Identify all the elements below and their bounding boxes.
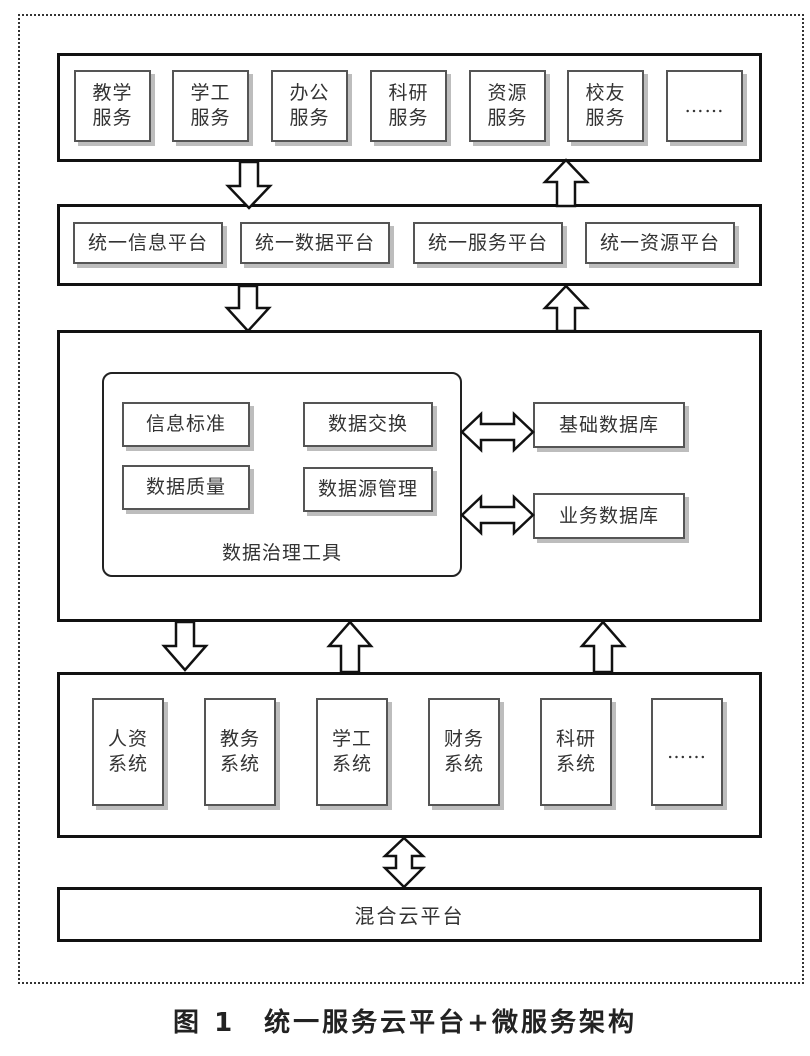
system-box-line2: 系统: [443, 753, 484, 775]
system-box-line2: 系统: [219, 753, 260, 775]
tool-item-label: 数据质量: [145, 476, 226, 498]
platform-box-data: 统一数据平台: [240, 222, 390, 264]
platform-label: 统一数据平台: [254, 231, 375, 254]
service-box-student-affairs: 学工服务: [172, 70, 249, 142]
service-box-line2: 服务: [190, 107, 231, 129]
platform-box-service: 统一服务平台: [413, 222, 563, 264]
platform-label: 统一资源平台: [599, 231, 720, 254]
system-box-line1: 财务: [443, 728, 484, 750]
tool-item-label: 信息标准: [145, 413, 226, 435]
arrow-up-icon: [326, 620, 374, 674]
tool-item-data-exchange: 数据交换: [303, 402, 433, 447]
arrow-down-icon: [161, 620, 209, 672]
database-box-business: 业务数据库: [533, 493, 685, 539]
database-label: 基础数据库: [558, 413, 659, 436]
double-arrow-icon: [460, 411, 535, 453]
system-box-student-affairs: 学工系统: [316, 698, 388, 806]
system-box-line2: 系统: [555, 753, 596, 775]
service-box-line2: 服务: [585, 107, 626, 129]
service-box-line1: 学工: [190, 82, 231, 104]
database-label: 业务数据库: [558, 504, 659, 527]
service-box-teaching: 教学服务: [74, 70, 151, 142]
system-box-line1: 科研: [555, 728, 596, 750]
systems-layer: [57, 672, 762, 838]
outer-dotted-frame: [18, 14, 804, 984]
figure-caption: 图 1 统一服务云平台+微服务架构: [173, 1008, 637, 1038]
arrow-up-icon: [542, 284, 590, 333]
arrow-up-icon: [542, 158, 590, 208]
database-box-basic: 基础数据库: [533, 402, 685, 448]
service-box-line1: 资源: [487, 82, 528, 104]
cloud-label: 混合云平台: [354, 904, 465, 928]
system-box-finance: 财务系统: [428, 698, 500, 806]
service-box-alumni: 校友服务: [567, 70, 644, 142]
platform-label: 统一信息平台: [87, 231, 208, 254]
service-box-resources: 资源服务: [469, 70, 546, 142]
governance-tool-label: 数据治理工具: [221, 542, 342, 564]
double-arrow-icon: [460, 494, 535, 536]
arrow-up-icon: [579, 620, 627, 674]
flow-arrows: [161, 158, 627, 889]
arrow-down-icon: [225, 160, 273, 210]
system-box-line1: 教务: [219, 728, 260, 750]
service-box-line2: 服务: [289, 107, 330, 129]
cloud-layer: 混合云平台: [57, 887, 762, 942]
system-box-academic-affairs: 教务系统: [204, 698, 276, 806]
service-box-line1: 办公: [289, 82, 330, 104]
platform-label: 统一服务平台: [427, 231, 548, 254]
system-box-line1: 人资: [107, 728, 148, 750]
platform-box-information: 统一信息平台: [73, 222, 223, 264]
service-box-line1: 科研: [388, 82, 429, 104]
tool-item-data-source-management: 数据源管理: [303, 467, 433, 512]
tool-item-label: 数据源管理: [317, 478, 418, 500]
service-box-line2: 服务: [388, 107, 429, 129]
platform-box-resource: 统一资源平台: [585, 222, 735, 264]
service-box-research: 科研服务: [370, 70, 447, 142]
system-box-line2: 系统: [107, 753, 148, 775]
system-box-line2: 系统: [331, 753, 372, 775]
system-box-more: ……: [651, 698, 723, 806]
service-box-line1: 教学: [92, 82, 133, 104]
tool-item-information-standard: 信息标准: [122, 402, 250, 447]
tool-item-data-quality: 数据质量: [122, 465, 250, 510]
service-box-line2: 服务: [92, 107, 133, 129]
service-box-more: ……: [666, 70, 743, 142]
arrow-down-icon: [224, 284, 272, 333]
tool-item-label: 数据交换: [327, 413, 408, 435]
vertical-double-arrow-icon: [381, 836, 427, 889]
service-box-line1: 校友: [585, 82, 626, 104]
service-box-office: 办公服务: [271, 70, 348, 142]
system-box-research: 科研系统: [540, 698, 612, 806]
system-box-line1: 学工: [331, 728, 372, 750]
system-box-hr: 人资系统: [92, 698, 164, 806]
system-box-line1: ……: [667, 740, 707, 763]
service-box-line2: 服务: [487, 107, 528, 129]
service-box-line1: ……: [684, 94, 725, 117]
